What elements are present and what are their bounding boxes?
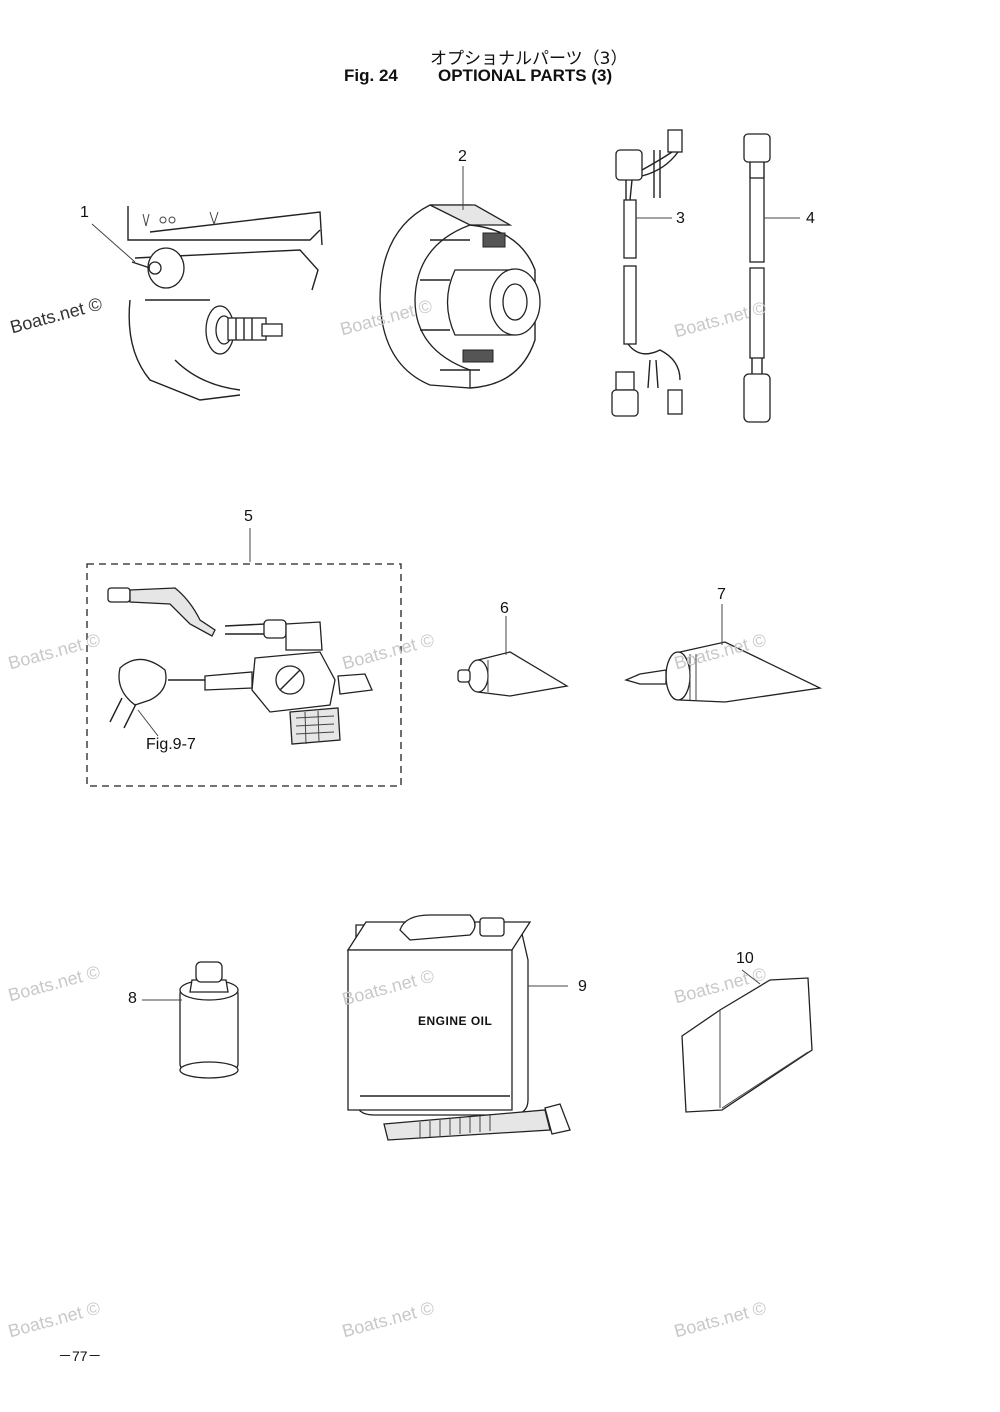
page-number: －77－ (58, 1348, 102, 1364)
part-6-illustration (457, 651, 569, 697)
callout-4: 4 (806, 210, 815, 227)
callout-1: 1 (80, 204, 89, 221)
part-9-illustration (346, 914, 571, 1141)
callout-6: 6 (500, 600, 509, 617)
callout-8: 8 (128, 990, 137, 1007)
part-3-illustration (611, 129, 683, 417)
part-10-illustration (681, 977, 813, 1113)
kit-5-dashed-boundary (86, 563, 402, 787)
part-5-illustration (107, 587, 373, 745)
page-title: OPTIONAL PARTS (3) (438, 66, 613, 85)
callout-5: 5 (244, 508, 253, 525)
callout-10: 10 (736, 950, 754, 967)
callout-9: 9 (578, 978, 587, 995)
leader-line-1 (91, 223, 136, 263)
part-7-illustration (624, 641, 823, 703)
leader-line-fig-ref (137, 709, 159, 737)
figure-number: Fig. 24 (344, 66, 398, 85)
figure-reference: Fig.9-7 (146, 736, 196, 753)
part-4-illustration (743, 133, 771, 423)
page-title-japanese: オプショナルパーツ（3） (430, 49, 628, 69)
part-8-illustration (179, 961, 239, 1079)
part-2-illustration (379, 204, 541, 389)
engine-oil-label: ENGINE OIL (418, 1014, 493, 1028)
callout-7: 7 (717, 586, 726, 603)
callout-3: 3 (676, 210, 685, 227)
part-1-illustration (127, 206, 323, 401)
leader-line-10 (741, 969, 761, 985)
callout-2: 2 (458, 148, 467, 165)
